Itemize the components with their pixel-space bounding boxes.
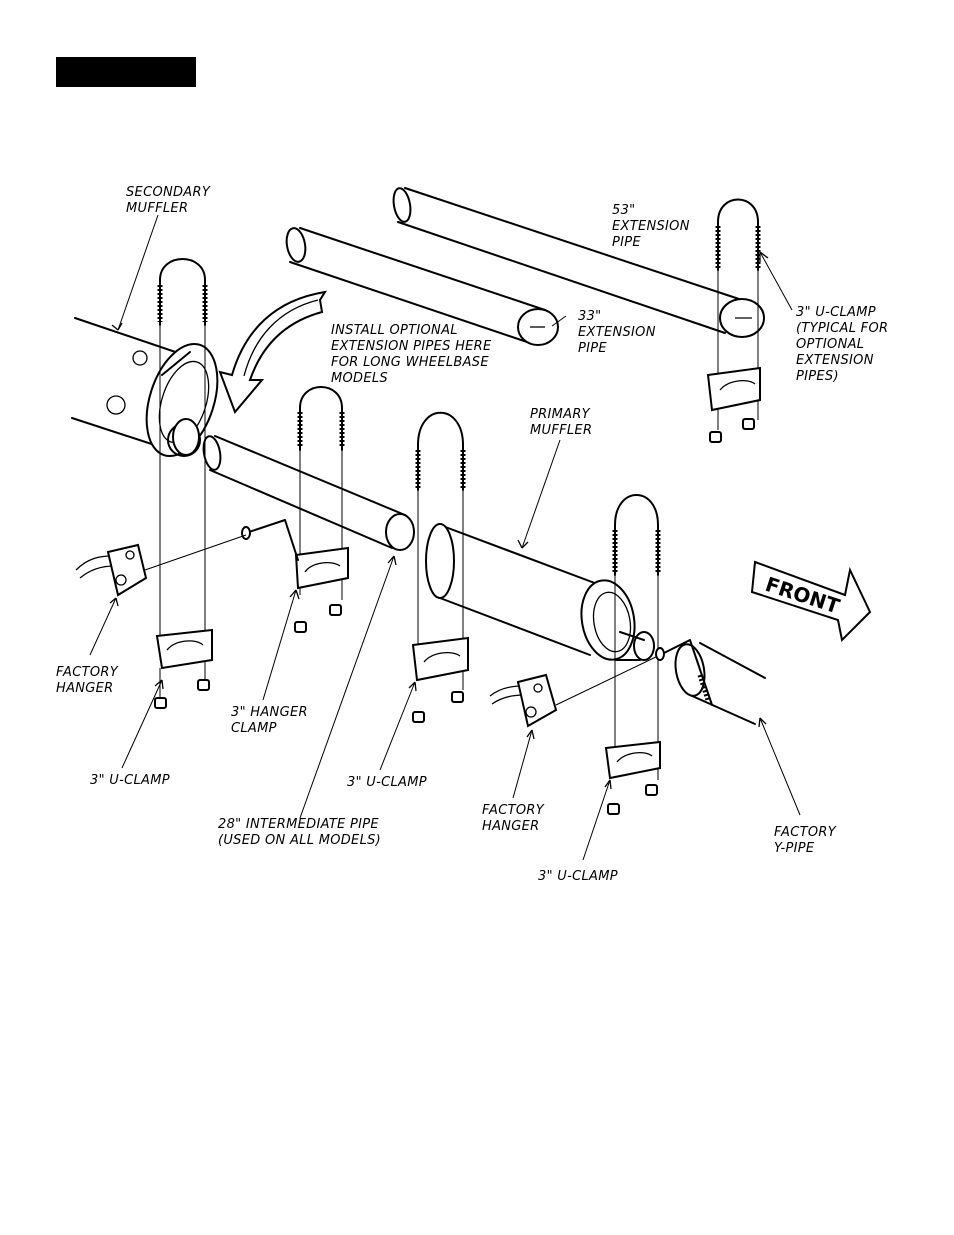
- label-secondary-muffler: SECONDARY MUFFLER: [126, 185, 215, 216]
- callout-labels: SECONDARY MUFFLER 53" EXTENSION PIPE 33"…: [56, 185, 893, 884]
- factory-hanger-left: [75, 534, 247, 597]
- factory-hanger-right: [489, 639, 713, 728]
- leader-lines: [89, 214, 801, 861]
- u-clamp-optional: [706, 198, 761, 443]
- intermediate-pipe-28: [202, 435, 415, 551]
- u-clamp-middle: [411, 411, 469, 723]
- curved-arrow-icon: [218, 290, 328, 414]
- label-u-clamp-optional: 3" U-CLAMP (TYPICAL FOR OPTIONAL EXTENSI…: [796, 305, 893, 384]
- u-clamp-left: [154, 258, 213, 709]
- extension-pipe-53: [392, 187, 765, 338]
- label-factory-y-pipe: FACTORY Y-PIPE: [774, 825, 840, 856]
- label-factory-hanger-left: FACTORY HANGER: [56, 665, 122, 696]
- label-primary-muffler: PRIMARY MUFFLER: [530, 407, 594, 438]
- section-header-bar: [56, 57, 196, 87]
- label-u-clamp-middle: 3" U-CLAMP: [347, 775, 427, 790]
- factory-y-pipe: [674, 642, 766, 725]
- label-u-clamp-left: 3" U-CLAMP: [90, 773, 170, 788]
- label-extension-pipe-33: 33" EXTENSION PIPE: [578, 309, 660, 356]
- label-extension-pipe-53: 53" EXTENSION PIPE: [612, 203, 694, 250]
- label-factory-hanger-right: FACTORY HANGER: [482, 803, 548, 834]
- label-install-note: INSTALL OPTIONAL EXTENSION PIPES HERE FO…: [331, 323, 496, 386]
- secondary-muffler: [71, 317, 219, 458]
- extension-pipe-33: [285, 227, 559, 346]
- label-u-clamp-bottom: 3" U-CLAMP: [538, 869, 618, 884]
- hanger-clamp: [241, 386, 349, 633]
- label-intermediate-pipe: 28" INTERMEDIATE PIPE (USED ON ALL MODEL…: [218, 817, 383, 848]
- u-clamp-bottom: [604, 494, 661, 815]
- front-arrow-icon: FRONT: [750, 560, 872, 643]
- label-hanger-clamp: 3" HANGER CLAMP: [231, 705, 312, 736]
- primary-muffler: [425, 523, 655, 661]
